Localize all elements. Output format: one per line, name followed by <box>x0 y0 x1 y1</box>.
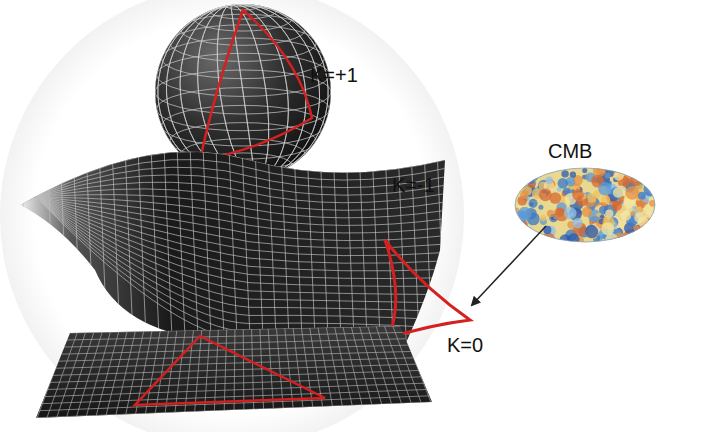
curvature-label: K=+1 <box>310 64 358 86</box>
curvature-label: K=0 <box>447 334 483 356</box>
curvature-label: K=-1 <box>392 174 435 196</box>
cmb-label: CMB <box>548 140 592 162</box>
